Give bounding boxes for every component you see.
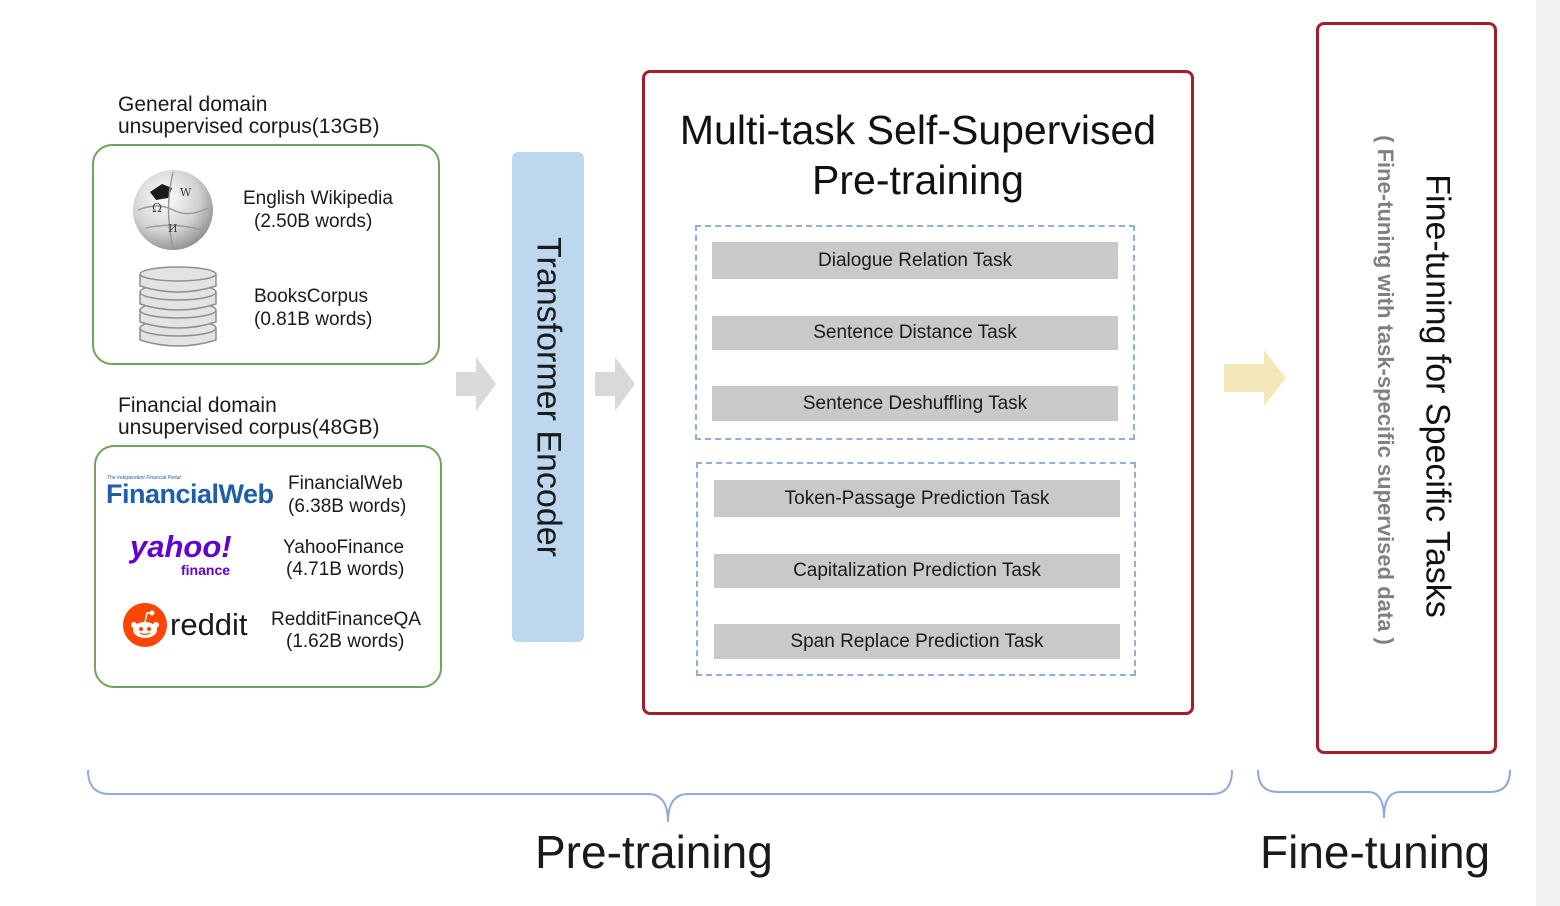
svg-text:W: W bbox=[180, 186, 192, 199]
financial-caption-line2: unsupervised corpus bbox=[118, 416, 312, 439]
finetuning-box bbox=[1316, 22, 1497, 754]
financial-corpus-box bbox=[94, 445, 442, 688]
pretraining-box bbox=[642, 70, 1194, 715]
financialweb-name: FinancialWeb bbox=[288, 473, 403, 494]
task-sentence-distance: Sentence Distance Task bbox=[712, 316, 1118, 350]
redditfinanceqa-name: RedditFinanceQA bbox=[271, 609, 421, 630]
general-caption-line2: unsupervised corpus bbox=[118, 115, 312, 138]
task-span-replace: Span Replace Prediction Task bbox=[714, 624, 1120, 659]
task-dialogue-relation: Dialogue Relation Task bbox=[712, 242, 1118, 279]
yahoofinance-name: YahooFinance bbox=[283, 537, 405, 558]
general-caption-line1: General domain bbox=[118, 93, 268, 116]
reddit-logo-text: reddit bbox=[170, 607, 248, 642]
financial-caption-line1: Financial domain bbox=[118, 394, 277, 417]
task-sentence-deshuffling: Sentence Deshuffling Task bbox=[712, 386, 1118, 421]
redditfinanceqa-words: (1.62B words) bbox=[286, 631, 405, 652]
task-group-2 bbox=[696, 462, 1136, 676]
yahoo-logo-sub: finance bbox=[181, 562, 231, 578]
task-capitalization: Capitalization Prediction Task bbox=[714, 554, 1120, 588]
finetuning-brace bbox=[1257, 769, 1511, 819]
transformer-encoder-block bbox=[512, 152, 584, 642]
database-icon bbox=[138, 266, 218, 350]
pretraining-title: Multi-task Self-Supervised Pre-training bbox=[642, 105, 1194, 205]
financialweb-logo-tagline: The Independent Financial Portal bbox=[107, 475, 181, 481]
task-group-1 bbox=[695, 225, 1135, 440]
svg-text:И: И bbox=[168, 222, 178, 235]
right-edge-strip bbox=[1536, 0, 1560, 906]
bookscorpus-name: BooksCorpus bbox=[254, 286, 369, 307]
financialweb-logo: FinancialWeb bbox=[106, 479, 274, 509]
wikipedia-words: (2.50B words) bbox=[254, 211, 373, 232]
financial-corpus-size: (48GB) bbox=[311, 416, 380, 439]
reddit-alien-icon bbox=[122, 602, 168, 648]
general-corpus-caption: General domain unsupervised corpus(13GB) bbox=[118, 94, 379, 138]
grey-arrow-1-icon bbox=[456, 357, 496, 411]
pretraining-phase-label: Pre-training bbox=[535, 826, 773, 878]
yellow-arrow-icon bbox=[1224, 350, 1286, 406]
wikipedia-globe-icon: Ω W И bbox=[128, 166, 218, 252]
financialweb-words: (6.38B words) bbox=[288, 496, 407, 517]
task-token-passage: Token-Passage Prediction Task bbox=[714, 480, 1120, 517]
grey-arrow-2-icon bbox=[595, 357, 635, 411]
financial-corpus-caption: Financial domain unsupervised corpus(48G… bbox=[118, 395, 379, 439]
pretraining-title-line1: Multi-task Self-Supervised bbox=[679, 107, 1157, 153]
yahoofinance-words: (4.71B words) bbox=[286, 559, 405, 580]
pretraining-brace bbox=[87, 769, 1233, 823]
yahoo-logo: yahoo! bbox=[130, 529, 232, 564]
finetuning-phase-label: Fine-tuning bbox=[1260, 826, 1491, 878]
svg-text:Ω: Ω bbox=[152, 201, 162, 215]
pretraining-title-line2: Pre-training bbox=[812, 157, 1024, 203]
wikipedia-name: English Wikipedia bbox=[243, 188, 393, 209]
bookscorpus-words: (0.81B words) bbox=[254, 309, 373, 330]
general-corpus-size: (13GB) bbox=[311, 115, 380, 138]
